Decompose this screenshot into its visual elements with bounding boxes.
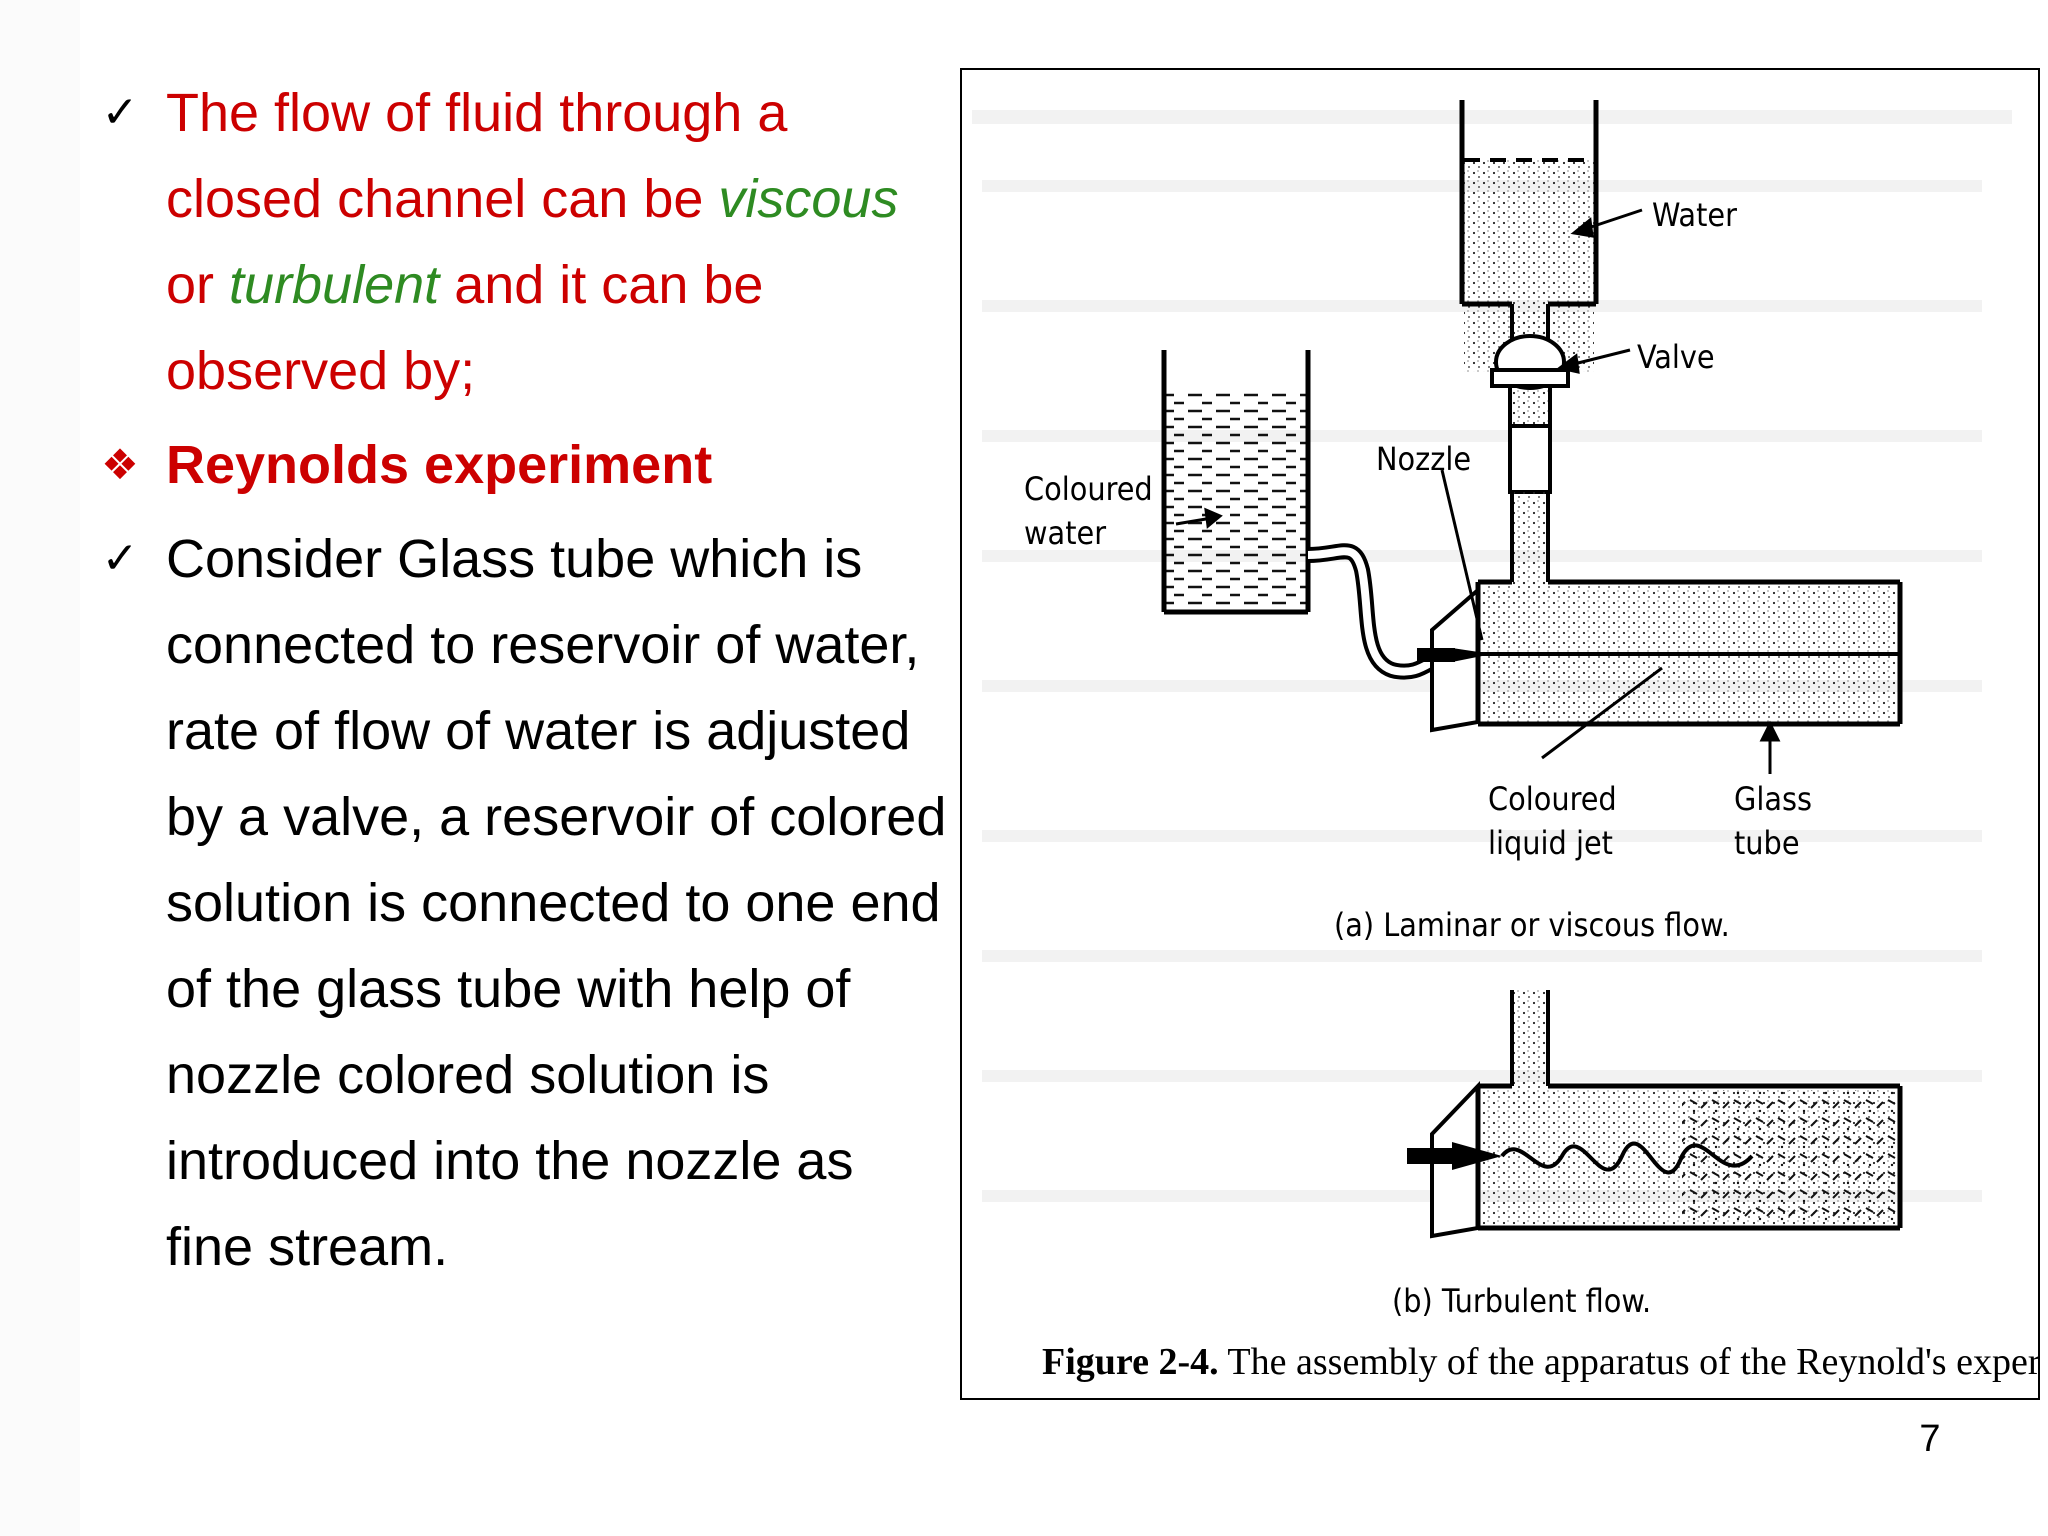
check-icon: ✓ [101,87,139,138]
bullet-flow-or: or [166,255,230,315]
label-coloured-water-1: Coloured [1024,470,1153,508]
figure-number: Figure 2-4. [1042,1341,1219,1383]
heading-reynolds: ❖ Reynolds experiment [90,422,950,508]
water-reservoir [1459,100,1599,372]
label-glass-1: Glass [1734,780,1812,818]
bullet-flow-types: ✓ The flow of fluid through a closed cha… [90,70,950,414]
bullet-list: ✓ The flow of fluid through a closed cha… [90,70,950,1290]
label-glass-2: tube [1734,824,1800,862]
valve [1490,334,1570,596]
bullet-flow-text-a: The flow of fluid through a closed chann… [166,83,788,229]
figure-caption: Figure 2-4. The assembly of the apparatu… [1042,1340,2040,1384]
label-arrows-laminar [1175,208,1781,774]
glass-tube-turbulent [1407,990,1903,1239]
caption-turbulent: (b) Turbulent flow. [1392,1282,1651,1320]
figure-caption-text: The assembly of the apparatus of the Rey… [1227,1341,2040,1383]
figure-reynolds-apparatus: Water Valve Nozzle Coloured water Colour… [960,68,2040,1400]
label-nozzle: Nozzle [1376,440,1471,478]
label-coloured-water-2: water [1024,514,1106,552]
term-viscous: viscous [718,169,899,229]
coloured-water-reservoir [1161,350,1453,680]
description-text: Consider Glass tube which is connected t… [166,529,947,1277]
label-valve: Valve [1637,338,1715,376]
apparatus-diagram: Water Valve Nozzle Coloured water Colour… [972,100,2012,1320]
slide-margin [0,0,80,1536]
bullet-description: ✓ Consider Glass tube which is connected… [90,516,950,1290]
check-icon: ✓ [101,533,139,584]
bullet-flow-text-b: and it can be observed by; [166,255,764,401]
caption-laminar: (a) Laminar or viscous flow. [1334,906,1730,944]
label-water: Water [1652,196,1737,234]
heading-text: Reynolds experiment [166,435,713,495]
term-turbulent: turbulent [229,255,440,315]
glass-tube-laminar [1417,579,1903,733]
label-jet-1: Coloured [1488,780,1617,818]
label-jet-2: liquid jet [1488,824,1613,862]
four-diamond-icon: ❖ [101,440,139,489]
page-number: 7 [1919,1418,1941,1460]
